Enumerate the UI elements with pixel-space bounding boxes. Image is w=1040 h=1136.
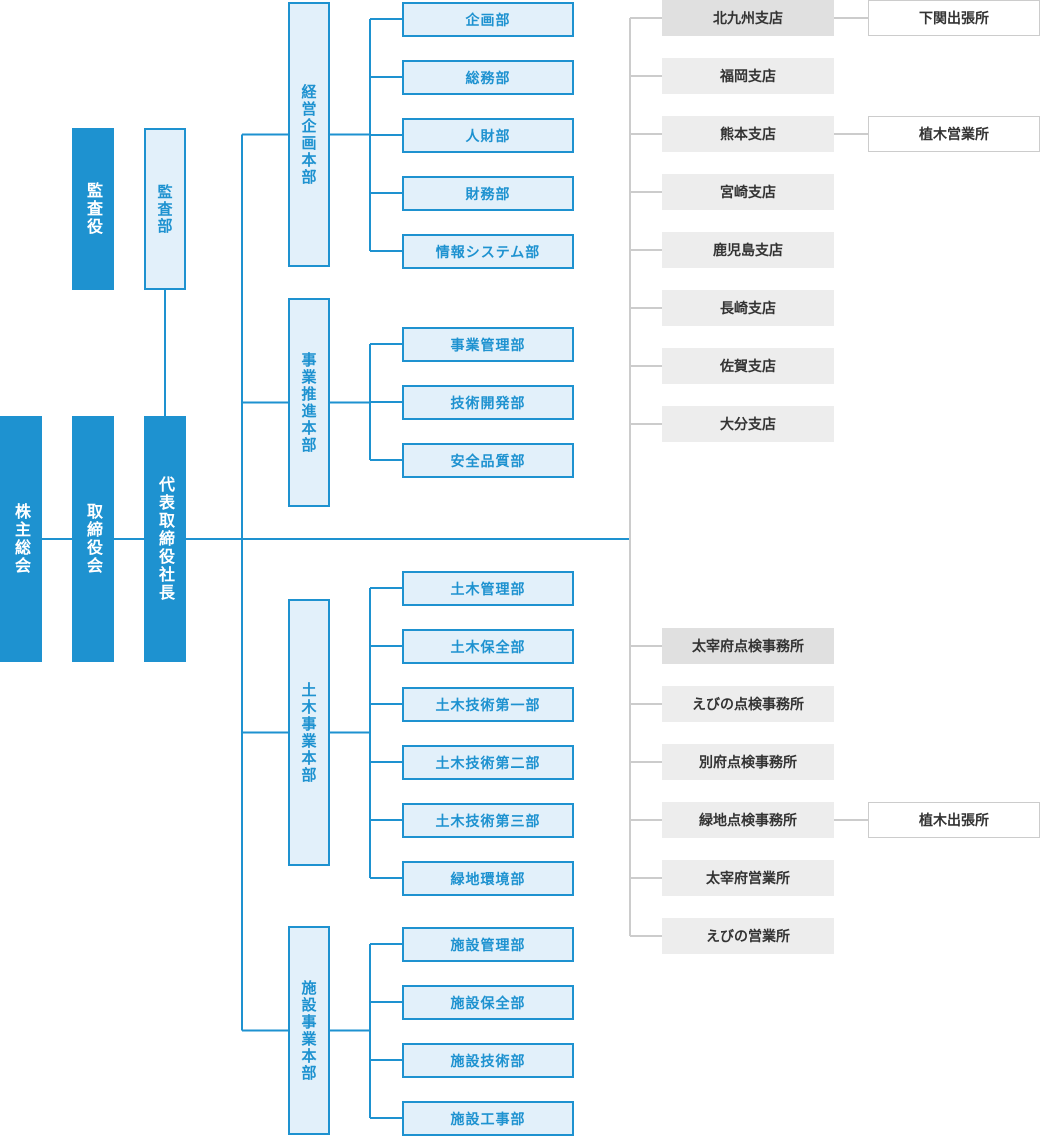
department-box: 土木技術第三部 [402,803,574,838]
division-box: 土木事業本部 [288,599,330,866]
branch-label: 鹿児島支店 [713,243,783,259]
branch-label: 緑地点検事務所 [699,813,797,829]
branch-box: 太宰府営業所 [662,860,834,896]
department-box: 土木保全部 [402,629,574,664]
department-box: 土木技術第二部 [402,745,574,780]
shareholders-meeting-label: 株主総会 [12,503,31,575]
department-label: 施設保全部 [450,995,526,1012]
branch-label: えびの点検事務所 [692,697,804,713]
division-box: 事業推進本部 [288,298,330,507]
branch-box: 大分支店 [662,406,834,442]
branch-box: 太宰府点検事務所 [662,628,834,664]
division-box: 施設事業本部 [288,926,330,1135]
sub-office-label: 植木営業所 [919,127,989,143]
audit-department-label: 監査部 [155,183,174,235]
branch-box: 長崎支店 [662,290,834,326]
department-label: 技術開発部 [450,395,526,412]
department-label: 緑地環境部 [450,871,526,888]
department-label: 企画部 [465,12,511,29]
division-label: 事業推進本部 [299,351,318,454]
department-box: 土木技術第一部 [402,687,574,722]
department-label: 土木技術第二部 [435,755,541,772]
president-box: 代表取締役社長 [144,416,186,662]
branch-box: 緑地点検事務所 [662,802,834,838]
branch-label: 太宰府点検事務所 [692,639,804,655]
branch-box: 宮崎支店 [662,174,834,210]
department-box: 施設保全部 [402,985,574,1020]
branch-label: えびの営業所 [706,929,790,945]
sub-office-box: 下関出張所 [868,0,1040,36]
division-box: 経営企画本部 [288,2,330,267]
branch-box: 別府点検事務所 [662,744,834,780]
branch-box: えびの営業所 [662,918,834,954]
department-label: 土木保全部 [450,639,526,656]
shareholders-meeting-box: 株主総会 [0,416,42,662]
department-label: 施設技術部 [450,1053,526,1070]
branch-box: 鹿児島支店 [662,232,834,268]
branch-label: 福岡支店 [720,69,776,85]
board-of-directors-box: 取締役会 [72,416,114,662]
department-box: 事業管理部 [402,327,574,362]
branch-box: えびの点検事務所 [662,686,834,722]
auditor-box: 監査役 [72,128,114,290]
department-box: 人財部 [402,118,574,153]
branch-label: 北九州支店 [713,11,783,27]
branch-label: 宮崎支店 [720,185,776,201]
department-label: 土木技術第一部 [435,697,541,714]
branch-box: 佐賀支店 [662,348,834,384]
department-box: 財務部 [402,176,574,211]
branch-label: 佐賀支店 [720,359,776,375]
sub-office-label: 植木出張所 [919,813,989,829]
sub-office-box: 植木出張所 [868,802,1040,838]
branch-box: 福岡支店 [662,58,834,94]
department-box: 施設工事部 [402,1101,574,1136]
sub-office-label: 下関出張所 [919,11,989,27]
department-label: 施設工事部 [450,1111,526,1128]
division-label: 施設事業本部 [299,979,318,1082]
sub-office-box: 植木営業所 [868,116,1040,152]
department-label: 財務部 [465,186,511,203]
auditor-label: 監査役 [84,182,103,236]
department-box: 緑地環境部 [402,861,574,896]
board-of-directors-label: 取締役会 [84,503,103,575]
department-label: 土木技術第三部 [435,813,541,830]
department-box: 技術開発部 [402,385,574,420]
department-label: 事業管理部 [450,337,526,354]
department-label: 土木管理部 [450,581,526,598]
department-label: 施設管理部 [450,937,526,954]
department-label: 情報システム部 [435,244,541,261]
branch-label: 長崎支店 [720,301,776,317]
department-label: 人財部 [465,128,511,145]
department-box: 施設管理部 [402,927,574,962]
department-box: 総務部 [402,60,574,95]
department-box: 土木管理部 [402,571,574,606]
branch-box: 熊本支店 [662,116,834,152]
department-box: 施設技術部 [402,1043,574,1078]
department-label: 総務部 [465,70,511,87]
branch-label: 大分支店 [720,417,776,433]
branch-box: 北九州支店 [662,0,834,36]
president-label: 代表取締役社長 [156,476,175,602]
department-box: 企画部 [402,2,574,37]
department-label: 安全品質部 [450,453,526,470]
department-box: 安全品質部 [402,443,574,478]
division-label: 土木事業本部 [299,681,318,784]
branch-label: 別府点検事務所 [699,755,797,771]
branch-label: 熊本支店 [720,127,776,143]
branch-label: 太宰府営業所 [706,871,790,887]
division-label: 経営企画本部 [299,83,318,186]
audit-department-box: 監査部 [144,128,186,290]
department-box: 情報システム部 [402,234,574,269]
